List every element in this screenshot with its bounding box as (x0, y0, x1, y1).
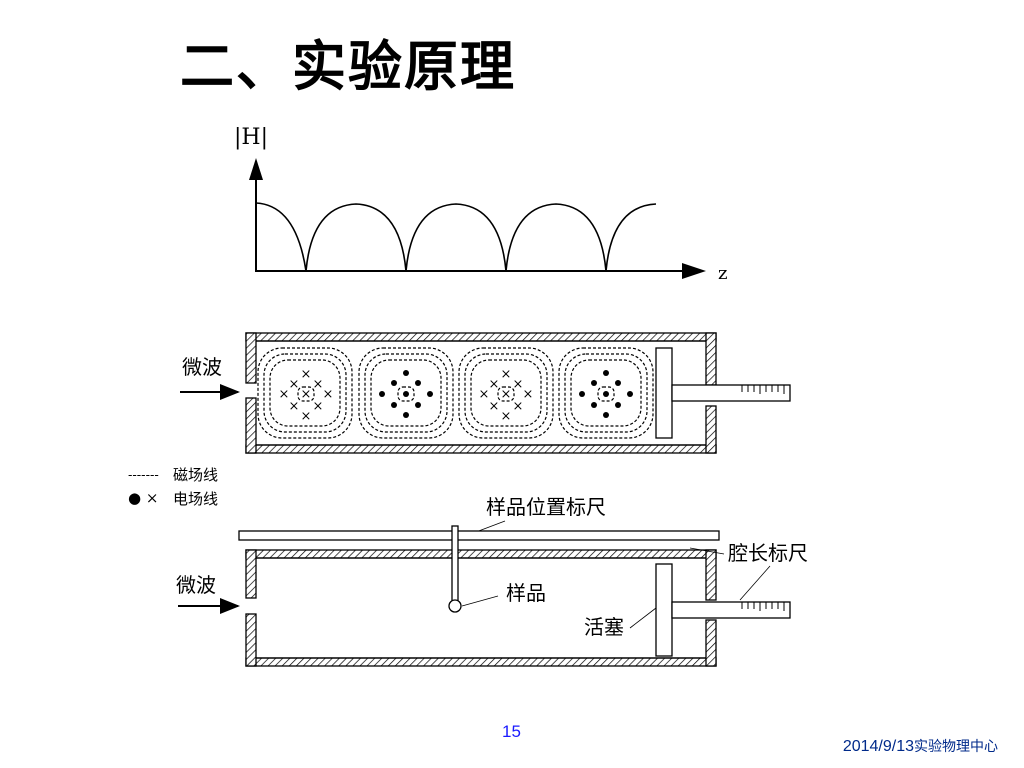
legend-magnetic-label: 磁场线 (173, 466, 218, 484)
svg-text:×: × (323, 387, 334, 402)
piston (655, 347, 673, 439)
field-amplitude-graph: |H| z (234, 125, 727, 284)
legend: ------- 磁场线 ● × 电场线 (128, 466, 218, 508)
top-resonant-cavity: ××× ××× ××× ××× ××× ××× 微波 (180, 332, 791, 454)
svg-text:×: × (501, 367, 512, 382)
bottom-cavity-wall-right-lower (705, 619, 717, 667)
legend-electric-symbol: ● × (128, 489, 158, 507)
sample-rod (451, 525, 459, 603)
cavity-length-scale-label: 腔长标尺 (728, 541, 808, 565)
cavity-wall-bottom (245, 444, 717, 454)
bottom-cavity-wall-top (245, 549, 717, 559)
footer-date: 2014/9/13 (842, 738, 914, 755)
bottom-piston (655, 563, 673, 657)
sample-position-scale-label: 样品位置标尺 (486, 495, 606, 519)
svg-text:×: × (313, 377, 324, 392)
svg-text:×: × (289, 377, 300, 392)
magnetic-field-lines (257, 347, 654, 439)
graph-x-label: z (718, 263, 727, 284)
footer: 2014/9/13实验物理中心 (843, 736, 998, 756)
bottom-microwave-label: 微波 (176, 573, 216, 597)
field-amplitude-curve (255, 202, 657, 272)
cavity-wall-right-upper (705, 332, 717, 386)
cavity-wall-left-upper (245, 332, 257, 384)
cavity-wall-right-lower (705, 405, 717, 454)
sample-label: 样品 (506, 581, 546, 605)
bottom-resonant-cavity: 样品位置标尺 样品 (176, 495, 808, 667)
legend-electric-label: 电场线 (173, 490, 218, 508)
svg-text:×: × (513, 377, 524, 392)
svg-text:×: × (313, 399, 324, 414)
svg-text:×: × (513, 399, 524, 414)
svg-text:×: × (301, 387, 312, 402)
svg-text:×: × (501, 387, 512, 402)
bottom-cavity-wall-left-lower (245, 613, 257, 667)
top-microwave-label: 微波 (182, 355, 222, 379)
svg-text:×: × (523, 387, 534, 402)
svg-text:×: × (301, 367, 312, 382)
sample (448, 599, 462, 613)
graph-y-arrow (249, 158, 263, 180)
svg-text:×: × (489, 377, 500, 392)
svg-text:×: × (301, 409, 312, 424)
bottom-cavity-wall-left-upper (245, 549, 257, 599)
page-title: 二、实验原理 (180, 34, 516, 98)
svg-text:×: × (479, 387, 490, 402)
footer-org: 实验物理中心 (914, 739, 998, 755)
graph-x-arrow (682, 263, 706, 279)
electric-field-cross-group-2: ××× ××× ××× (479, 367, 534, 424)
bottom-cavity-wall-right-upper (705, 549, 717, 601)
svg-text:×: × (289, 399, 300, 414)
sample-position-scale-bar (238, 530, 720, 541)
cavity-wall-top (245, 332, 717, 342)
cavity-wall-left-lower (245, 397, 257, 454)
electric-field-cross-group-1: ××× ××× ××× (279, 367, 334, 424)
legend-magnetic-symbol: ------- (128, 468, 159, 483)
electric-field-dot-group-1 (379, 370, 433, 418)
piston-label: 活塞 (584, 615, 624, 639)
svg-text:×: × (279, 387, 290, 402)
page-number: 15 (502, 722, 521, 741)
svg-text:×: × (489, 399, 500, 414)
svg-text:×: × (501, 409, 512, 424)
bottom-cavity-wall-bottom (245, 657, 717, 667)
graph-y-label: |H| (234, 125, 268, 150)
electric-field-dot-group-2 (579, 370, 633, 418)
